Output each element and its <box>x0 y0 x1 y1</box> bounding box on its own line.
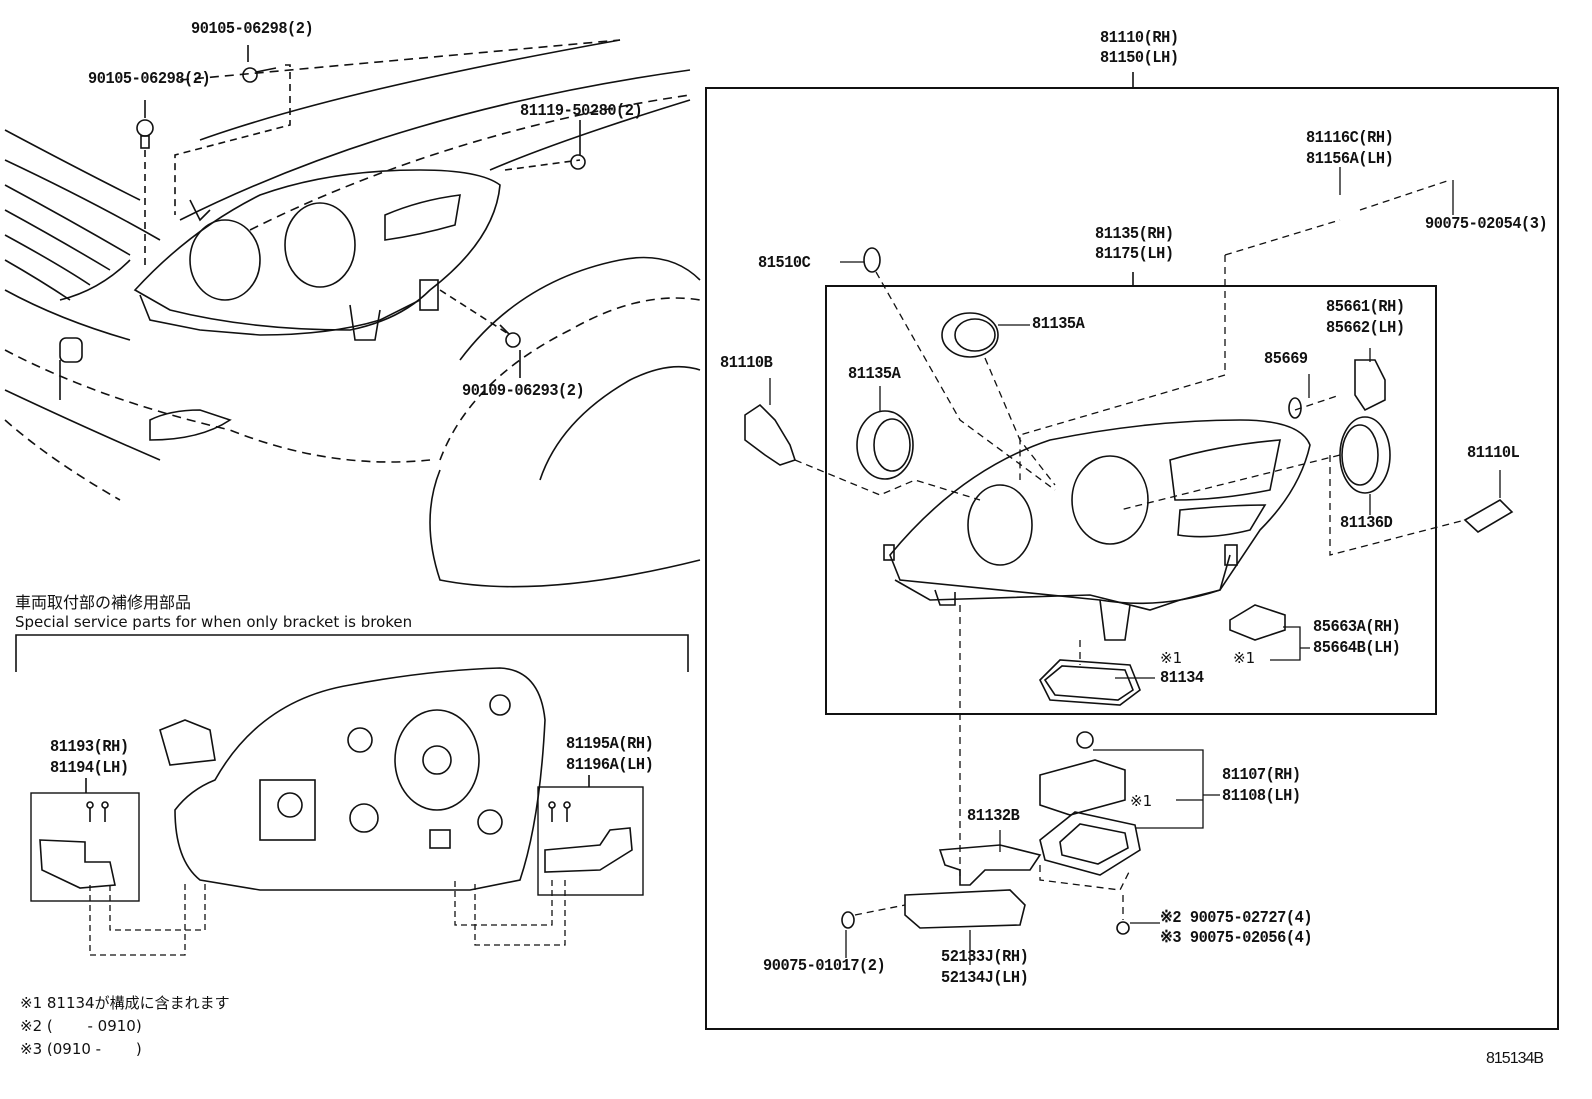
service-left-box <box>30 792 140 902</box>
label-computer-lh: 52134J(LH) <box>941 969 1029 988</box>
label-unit-rh: 81135(RH) <box>1095 225 1174 244</box>
service-brackets <box>39 775 633 889</box>
label-service-left-rh: 81193(RH) <box>50 738 129 757</box>
label-bolt-upper: 90105-06298(2) <box>191 20 314 39</box>
label-computer-rh: 52133J(RH) <box>941 948 1029 967</box>
label-clip: 81119-50280(2) <box>520 102 643 121</box>
label-cover-d: 81136D <box>1340 514 1393 533</box>
note-mark-gasket: ※1 <box>1160 649 1183 667</box>
footnote-1: ※1 81134が構成に含まれます <box>20 994 230 1012</box>
label-socket-rh: 85663A(RH) <box>1313 618 1401 637</box>
label-ballast-lh: 81108(LH) <box>1222 787 1301 806</box>
label-screw-note2: ※2 90075-02727(4) <box>1160 909 1313 928</box>
unit-frame <box>825 285 1437 715</box>
label-gasket: 81134 <box>1160 669 1204 688</box>
label-bracket-lh: 81156A(LH) <box>1306 150 1394 169</box>
service-title-en: Special service parts for when only brac… <box>15 613 413 631</box>
label-computer-screw: 90075-01017(2) <box>763 957 886 976</box>
label-service-right-rh: 81195A(RH) <box>566 735 654 754</box>
label-service-left-lh: 81194(LH) <box>50 759 129 778</box>
footnote-3: ※3 (0910 - ) <box>20 1040 142 1058</box>
vehicle-body-outline <box>4 39 701 588</box>
assembly-frame <box>705 87 1559 1030</box>
label-oring: 85669 <box>1264 350 1308 369</box>
assembly-dashed-leaders <box>794 179 1466 920</box>
main-headlamp-drawing <box>883 419 1311 641</box>
service-right-box <box>537 786 644 896</box>
label-bolt-lower: 90109-06293(2) <box>462 382 585 401</box>
label-bracket-b: 81132B <box>967 807 1020 826</box>
label-cover-a-left: 81135A <box>848 365 901 384</box>
label-socket-lh: 85664B(LH) <box>1313 639 1401 658</box>
service-dashed-leaders <box>89 880 566 956</box>
components <box>744 247 1514 935</box>
label-service-right-lh: 81196A(LH) <box>566 756 654 775</box>
assembly-leaders <box>769 167 1501 965</box>
figure-code: 815134B <box>1486 1050 1544 1067</box>
label-cover-a-top: 81135A <box>1032 315 1085 334</box>
service-frame <box>15 634 689 672</box>
label-headlamp-rh: 81110(RH) <box>1100 29 1179 48</box>
label-actuator-rh: 85661(RH) <box>1326 298 1405 317</box>
label-bolt-left: 90105-06298(2) <box>88 70 211 89</box>
label-cap-c: 81510C <box>758 254 811 273</box>
label-screw-note3: ※3 90075-02056(4) <box>1160 929 1313 948</box>
vehicle-headlamp-drawing <box>133 169 501 341</box>
label-bracket-rh: 81116C(RH) <box>1306 129 1394 148</box>
label-actuator-lh: 85662(LH) <box>1326 319 1405 338</box>
vehicle-fasteners <box>136 45 586 378</box>
label-bulb-l: 81110L <box>1467 444 1520 463</box>
label-unit-lh: 81175(LH) <box>1095 245 1174 264</box>
service-title-jp: 車両取付部の補修用部品 <box>15 593 192 612</box>
service-headlamp-back-drawing <box>159 667 546 891</box>
label-ballast-rh: 81107(RH) <box>1222 766 1301 785</box>
label-bulb-b: 81110B <box>720 354 773 373</box>
vehicle-dashed-leaders <box>144 64 581 336</box>
note-mark-socket: ※1 <box>1233 649 1256 667</box>
label-headlamp-lh: 81150(LH) <box>1100 49 1179 68</box>
label-bracket-screw: 90075-02054(3) <box>1425 215 1548 234</box>
note-mark-ballast: ※1 <box>1130 792 1153 810</box>
footnote-2: ※2 ( - 0910) <box>20 1017 142 1035</box>
